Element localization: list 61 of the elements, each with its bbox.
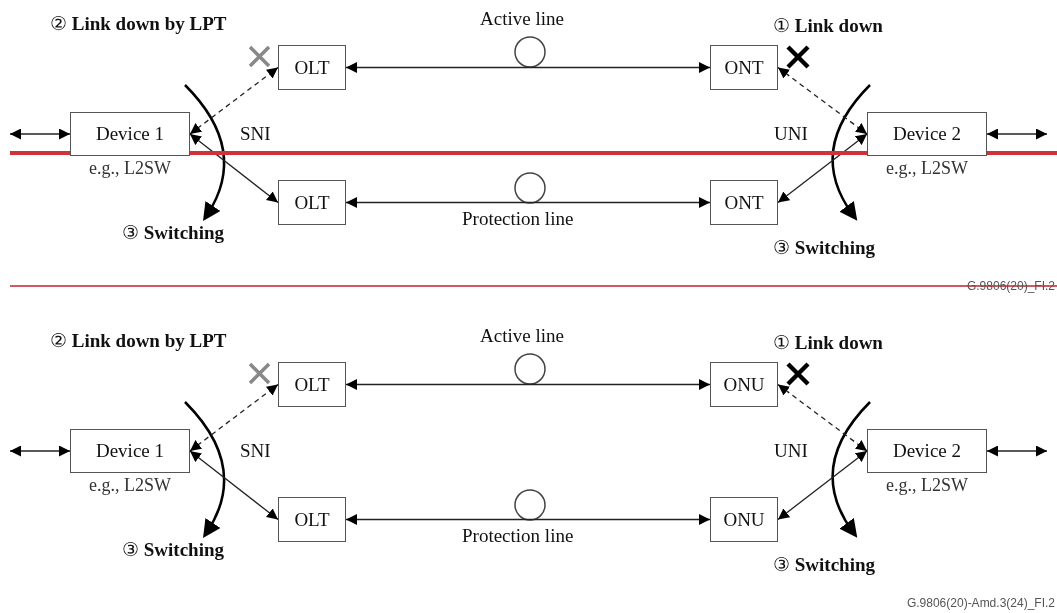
step-label: ① Link down — [773, 14, 883, 37]
device-note: e.g., L2SW — [88, 158, 172, 179]
box-label: Device 1 — [95, 440, 165, 462]
connector-arrow — [9, 445, 71, 457]
box-label: Device 1 — [95, 123, 165, 145]
process-box — [278, 497, 346, 542]
step-label: ① Link down — [773, 331, 883, 354]
box-label: Device 2 — [892, 123, 962, 145]
box-label: Device 2 — [892, 440, 962, 462]
connector-arrow — [189, 383, 279, 452]
connector-arrow — [777, 66, 868, 135]
connector-arrow — [777, 133, 868, 204]
process-box — [278, 180, 346, 225]
process-box — [70, 112, 190, 156]
step-label: ② Link down by LPT — [50, 329, 227, 352]
process-box — [70, 429, 190, 473]
step-label: ③ Switching — [122, 221, 224, 244]
box-label: ONU — [723, 508, 765, 531]
connector-arrow — [345, 514, 711, 525]
box-label: OLT — [294, 191, 330, 214]
process-box — [710, 362, 778, 407]
device-note: e.g., L2SW — [885, 475, 969, 496]
line-label: SNI — [240, 123, 271, 145]
step-label: ③ Switching — [122, 538, 224, 561]
box-label: OLT — [294, 56, 330, 79]
connector-arrow — [9, 128, 71, 140]
box-label: OLT — [294, 508, 330, 531]
line-label: Protection line — [462, 208, 574, 230]
line-label: SNI — [240, 440, 271, 462]
line-label: UNI — [774, 123, 808, 145]
step-label: ② Link down by LPT — [50, 12, 227, 35]
connector-arrow — [345, 62, 711, 73]
connector-arrow — [777, 450, 868, 521]
connector-arrow — [189, 133, 279, 204]
box-label: OLT — [294, 373, 330, 396]
step-label: ③ Switching — [773, 553, 875, 576]
line-label: Protection line — [462, 525, 574, 547]
process-box — [710, 180, 778, 225]
connector-arrow — [189, 66, 279, 135]
line-label: Active line — [480, 8, 564, 30]
device-note: e.g., L2SW — [885, 158, 969, 179]
connector-arrow — [189, 450, 279, 521]
process-box — [710, 497, 778, 542]
connector-arrow — [777, 383, 868, 452]
box-label: ONT — [724, 191, 764, 214]
device-note: e.g., L2SW — [88, 475, 172, 496]
process-box — [278, 362, 346, 407]
connector-arrow — [345, 197, 711, 208]
connector-arrow — [986, 445, 1048, 457]
connector-arrow — [986, 128, 1048, 140]
line-label: Active line — [480, 325, 564, 347]
box-label: ONT — [724, 56, 764, 79]
box-label: ONU — [723, 373, 765, 396]
process-box — [867, 429, 987, 473]
connector-arrow — [345, 379, 711, 390]
figure-code: G.9806(20)-Amd.3(24)_FI.2 — [906, 596, 1055, 610]
line-label: UNI — [774, 440, 808, 462]
process-box — [867, 112, 987, 156]
process-box — [278, 45, 346, 90]
step-label: ③ Switching — [773, 236, 875, 259]
process-box — [710, 45, 778, 90]
